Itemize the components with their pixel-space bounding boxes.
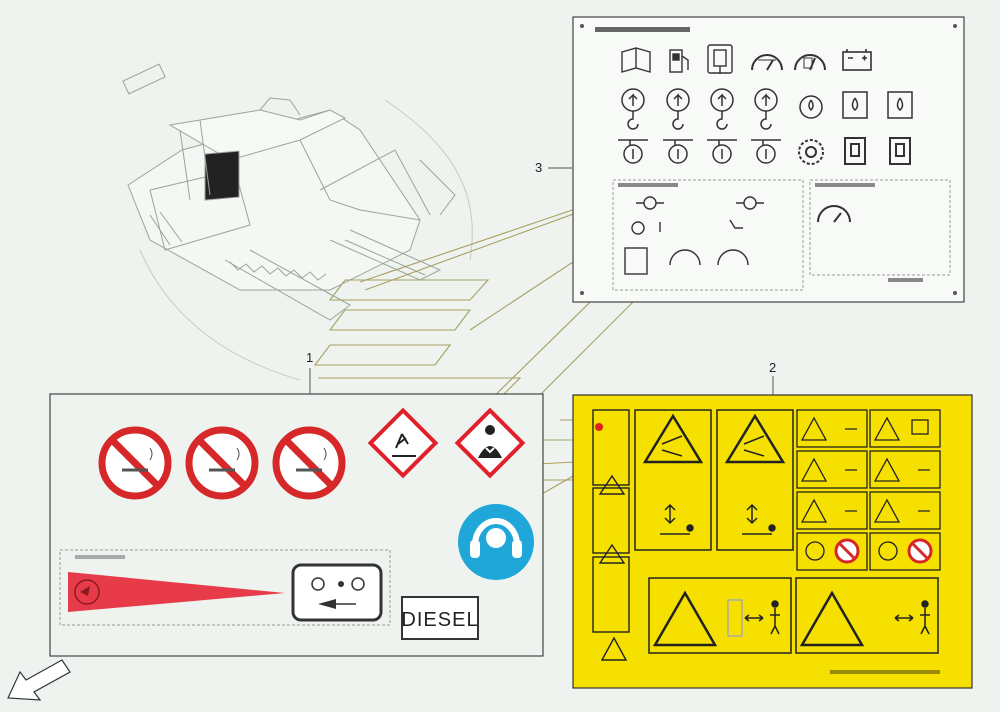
machine-illustration <box>122 63 473 381</box>
sensor-icon <box>624 196 764 275</box>
callout-2: 2 <box>769 360 776 375</box>
callout-3: 3 <box>535 160 542 175</box>
crush-hazard-icon <box>634 409 794 551</box>
no-touch-icon <box>796 532 941 571</box>
speedometer-icon <box>817 205 851 223</box>
speedometer-icon <box>794 54 826 71</box>
lifting-point-icon <box>621 88 778 130</box>
crush-hazard-icon <box>592 409 630 661</box>
person-keep-distance-icon <box>648 577 939 654</box>
diesel-label-text: DIESEL <box>401 609 478 631</box>
orientation-arrow-icon <box>7 659 71 701</box>
person-keep-distance-icon <box>660 503 776 535</box>
pedal-warning-icon <box>68 572 285 612</box>
callout-1: 1 <box>306 350 313 365</box>
environment-hazard-icon <box>367 407 439 479</box>
callouts: 3 2 1 <box>306 160 776 395</box>
no-smoking-icon <box>98 426 172 500</box>
warning-triangle-icon <box>796 409 941 530</box>
fuel-icon <box>669 49 689 73</box>
tie-down-icon <box>618 139 781 164</box>
hydraulic-filter-icon <box>707 44 733 74</box>
speedometer-icon <box>751 54 783 71</box>
ear-protection-icon <box>458 504 534 580</box>
oil-icon <box>799 91 913 119</box>
battery-icon <box>842 49 872 71</box>
health-hazard-icon <box>454 407 526 479</box>
panel-3-info-signs[interactable] <box>572 16 965 303</box>
throttle-indicator-icon <box>291 563 383 622</box>
manual-icon <box>621 47 651 73</box>
diesel-label: DIESEL <box>401 596 479 640</box>
panel-1-safety-labels[interactable]: DIESEL <box>49 393 544 657</box>
no-smoking-icon <box>272 426 346 500</box>
gear-icon <box>798 137 911 165</box>
panel-2-warning-labels[interactable] <box>572 394 973 689</box>
no-smoking-icon <box>185 426 259 500</box>
